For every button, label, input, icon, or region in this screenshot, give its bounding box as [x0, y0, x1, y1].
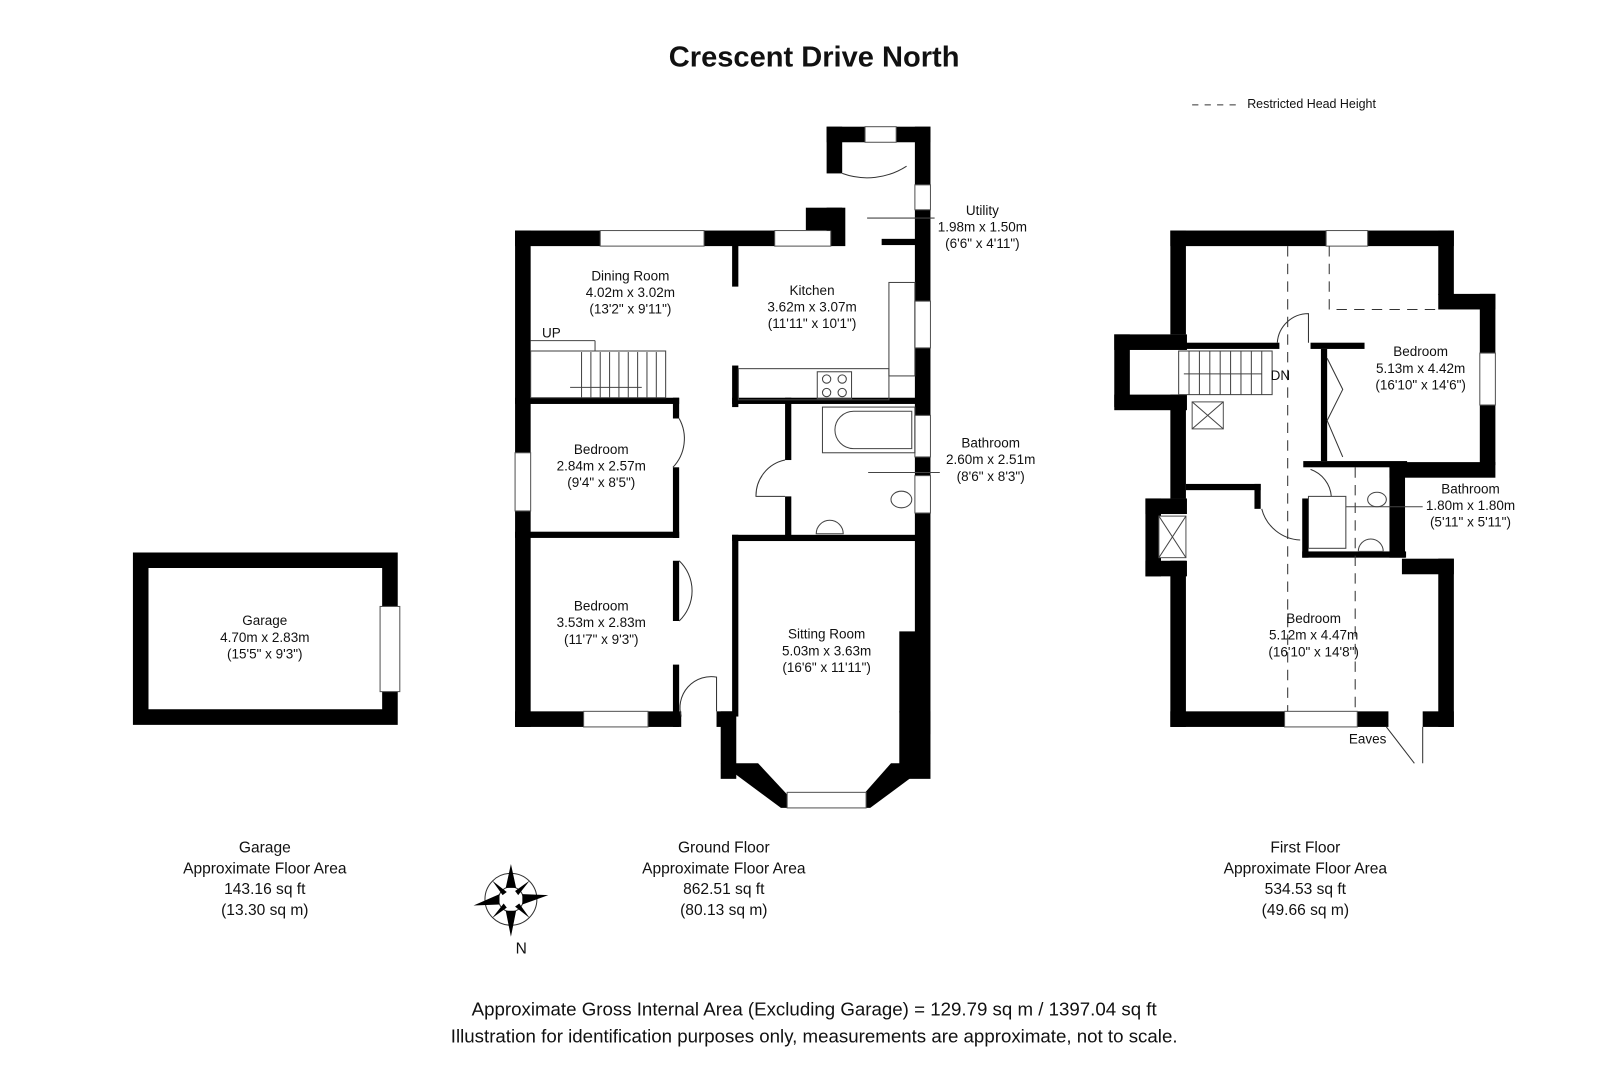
sitting-room-imperial: (16'6" x 11'11"): [782, 660, 871, 675]
bathroom-metric: 2.60m x 2.51m: [946, 452, 1035, 467]
sitting-room-name: Sitting Room: [788, 627, 865, 642]
staircase-down: DN: [1178, 350, 1291, 396]
gross-internal-area: Approximate Gross Internal Area (Excludi…: [472, 999, 1158, 1020]
first-floor-summary: First Floor Approximate Floor Area 534.5…: [1224, 840, 1388, 919]
ground-summary-label: Approximate Floor Area: [642, 860, 806, 877]
bedroom-1-imperial: (9'4" x 8'5"): [567, 475, 635, 490]
stairs-down-label: DN: [1271, 368, 1291, 383]
garage-room-metric: 4.70m x 2.83m: [220, 630, 309, 645]
bedroom-1-metric: 2.84m x 2.57m: [557, 458, 646, 473]
legend-restricted-head-height: Restricted Head Height: [1247, 97, 1376, 111]
bathroom-name: Bathroom: [961, 436, 1020, 451]
dining-room-imperial: (13'2" x 9'11"): [589, 302, 671, 317]
kitchen-imperial: (11'11" x 10'1"): [768, 316, 857, 331]
ff-bedroom-1-imperial: (16'10" x 14'6"): [1375, 377, 1466, 392]
kitchen-metric: 3.62m x 3.07m: [767, 300, 856, 315]
ground-floor-summary: Ground Floor Approximate Floor Area 862.…: [642, 840, 806, 919]
bathroom-imperial: (8'6" x 8'3"): [957, 469, 1025, 484]
dining-room-name: Dining Room: [591, 268, 669, 283]
bedroom-1-name: Bedroom: [574, 442, 629, 457]
utility-imperial: (6'6" x 4'11"): [945, 236, 1020, 251]
ff-bedroom-2-imperial: (16'10" x 14'8"): [1268, 644, 1359, 659]
garage-summary-sqm: (13.30 sq m): [221, 902, 308, 919]
ground-floor-plan: UP Dining Room 4.02m x 3.02m (13'2" x 9'…: [514, 126, 1035, 809]
garage-plan: Garage 4.70m x 2.83m (15'5" x 9'3"): [132, 552, 401, 725]
dining-room-metric: 4.02m x 3.02m: [586, 285, 675, 300]
bedroom-2-metric: 3.53m x 2.83m: [557, 615, 646, 630]
first-summary-sqft: 534.53 sq ft: [1265, 881, 1347, 898]
ground-summary-name: Ground Floor: [678, 840, 770, 857]
utility-metric: 1.98m x 1.50m: [938, 220, 1027, 235]
garage-summary-sqft: 143.16 sq ft: [224, 881, 306, 898]
first-floor-plan: DN Bedroom 5.13m x 4.42m (16'10" x 14'6"…: [1114, 230, 1515, 764]
first-summary-sqm: (49.66 sq m): [1262, 902, 1349, 919]
ground-summary-sqm: (80.13 sq m): [680, 902, 767, 919]
ground-summary-sqft: 862.51 sq ft: [683, 881, 765, 898]
kitchen-name: Kitchen: [790, 283, 835, 298]
ff-bathroom-metric: 1.80m x 1.80m: [1426, 498, 1515, 513]
bedroom-2-name: Bedroom: [574, 599, 629, 614]
eaves-label: Eaves: [1349, 732, 1387, 747]
ff-bathroom-name: Bathroom: [1441, 481, 1500, 496]
stairs-up-label: UP: [542, 325, 561, 340]
garage-summary-label: Approximate Floor Area: [183, 860, 347, 877]
disclaimer: Illustration for identification purposes…: [451, 1026, 1178, 1047]
compass-rose-icon: [473, 864, 549, 937]
compass-north-label: N: [516, 940, 527, 957]
first-summary-label: Approximate Floor Area: [1224, 860, 1388, 877]
ff-bathroom-imperial: (5'11" x 5'11"): [1430, 515, 1511, 530]
ff-bedroom-2-name: Bedroom: [1286, 611, 1341, 626]
garage-summary: Garage Approximate Floor Area 143.16 sq …: [183, 840, 347, 919]
legend: Restricted Head Height: [1192, 97, 1376, 111]
garage-summary-name: Garage: [239, 840, 291, 857]
staircase-up: UP: [530, 325, 667, 399]
garage-room-imperial: (15'5" x 9'3"): [227, 646, 303, 661]
ff-bedroom-2-metric: 5.12m x 4.47m: [1269, 628, 1358, 643]
first-summary-name: First Floor: [1270, 840, 1340, 857]
ff-bedroom-1-name: Bedroom: [1393, 344, 1448, 359]
page-title: Crescent Drive North: [669, 41, 960, 73]
ff-bedroom-1-metric: 5.13m x 4.42m: [1376, 361, 1465, 376]
utility-name: Utility: [966, 203, 999, 218]
sitting-room-metric: 5.03m x 3.63m: [782, 643, 871, 658]
bedroom-2-imperial: (11'7" x 9'3"): [564, 632, 639, 647]
garage-room-name: Garage: [242, 613, 287, 628]
